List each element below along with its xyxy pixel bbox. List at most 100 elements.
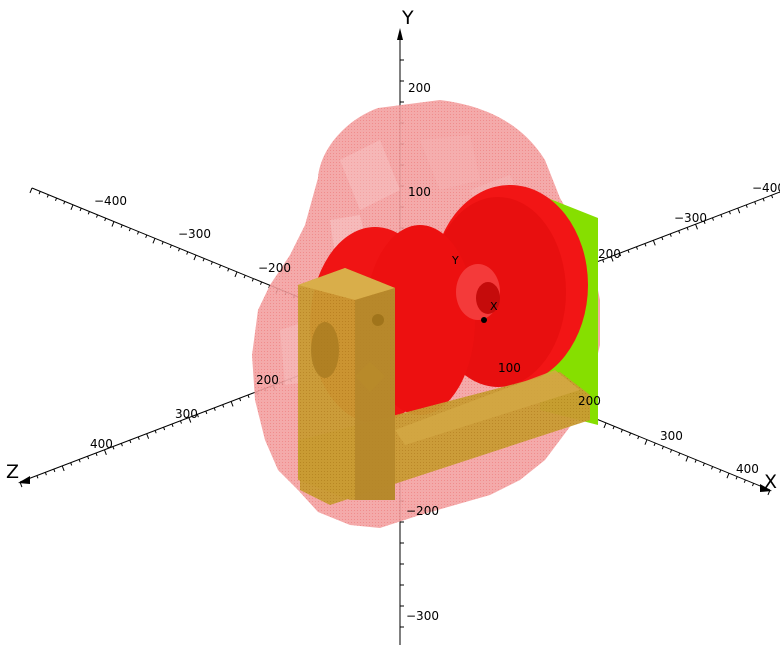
axis-tick (243, 275, 246, 279)
axis-tick (678, 452, 681, 457)
bearing-boss (311, 322, 339, 378)
x-axis-title: X (764, 471, 777, 493)
axis-tick (213, 407, 216, 411)
axis-tick (711, 466, 714, 470)
axis-tick (78, 459, 81, 463)
y-label-200: 200 (408, 81, 431, 95)
frame-base-top (395, 370, 580, 445)
axis-tick (703, 220, 706, 224)
axis-tick (720, 214, 723, 218)
axis-tick (169, 244, 172, 249)
z-axis-arrowhead (18, 476, 30, 484)
axis-tick (193, 254, 197, 261)
axis-tick (771, 195, 774, 199)
axis-tick (79, 207, 82, 212)
frame-upright-side (355, 288, 395, 500)
axis-tick (222, 404, 225, 408)
axis-tick (188, 417, 192, 423)
axis-tick (38, 191, 41, 195)
axis-tick (219, 264, 222, 269)
axis-tick (202, 258, 205, 262)
axis-tick (128, 228, 131, 232)
frame-upright-top (298, 268, 395, 300)
axis-tick (145, 234, 148, 238)
axis-tick (637, 436, 640, 440)
axis-tick (728, 211, 731, 215)
axis-tick (752, 483, 755, 487)
axis-tick (619, 253, 622, 257)
z-label-400: 400 (90, 437, 113, 451)
axis-tick (103, 449, 107, 456)
axis-tick (702, 462, 705, 467)
axis-tick (61, 465, 65, 472)
axis-tick (63, 201, 66, 205)
axis-tick (152, 238, 156, 244)
axis-tick (96, 214, 99, 218)
axis-tick (120, 443, 123, 447)
axis-tick (735, 476, 738, 480)
axis-tick (644, 243, 647, 247)
axis-tick (695, 224, 698, 230)
axis-tick (602, 259, 605, 263)
axis-tick (251, 278, 254, 282)
axis-tick (29, 187, 33, 194)
axis-tick (603, 422, 607, 429)
axis-tick (661, 446, 664, 450)
axis-tick (179, 420, 182, 424)
axis-tick (53, 468, 56, 473)
axis-tick (754, 201, 757, 205)
local-x-label: X (490, 300, 498, 313)
axis-tick (227, 268, 230, 272)
x-label-300: 300 (660, 429, 683, 443)
axis-tick (196, 414, 199, 418)
axis-tick (234, 271, 238, 278)
x-label-neg-200: −200 (258, 261, 291, 275)
axis-tick (112, 446, 115, 450)
axis-tick (629, 432, 632, 436)
axis-tick (685, 456, 689, 462)
axis-tick (70, 204, 74, 210)
axis-tick (719, 469, 722, 473)
axis-tick (726, 473, 730, 479)
axis-tick (610, 256, 614, 262)
axis-tick (652, 240, 656, 246)
x-label-neg-400: −400 (94, 194, 127, 208)
axis-labels: Y Z X 200 100 −200 −300 −400 −300 −200 1… (6, 7, 780, 623)
axis-tick (104, 218, 107, 222)
axis-tick (161, 241, 164, 245)
axis-tick (44, 472, 47, 476)
local-y-label: Y (451, 254, 459, 267)
axis-tick (762, 198, 765, 202)
axis-tick (70, 462, 73, 466)
axis-tick (129, 439, 132, 444)
axis-tick (737, 207, 741, 214)
axis-tick (163, 427, 166, 431)
axis-tick (669, 233, 672, 237)
z-label-300: 300 (175, 407, 198, 421)
origin-point (481, 317, 487, 323)
axis-tick (171, 423, 174, 427)
gold-frame (298, 268, 590, 505)
x-label-400: 400 (736, 462, 759, 476)
y-axis-arrowhead (397, 28, 403, 40)
axis-tick (210, 261, 213, 265)
y-label-neg-300: −300 (406, 609, 439, 623)
red-shaft-cap (476, 282, 500, 314)
axis-tick (260, 281, 263, 285)
axis-tick (711, 217, 714, 221)
axis-tick (743, 479, 746, 483)
z-label-200: 200 (256, 373, 279, 387)
axis-tick (205, 410, 208, 415)
z-axis-title: Z (6, 461, 19, 483)
axis-tick (239, 398, 242, 402)
axis-tick (686, 227, 689, 231)
axis-tick (745, 204, 748, 208)
axis-tick (670, 449, 673, 453)
axis-tick (627, 249, 630, 253)
bolt-hole (372, 314, 384, 326)
axis-tick (137, 436, 140, 440)
y-label-100: 100 (408, 185, 431, 199)
axis-tick (620, 429, 623, 433)
